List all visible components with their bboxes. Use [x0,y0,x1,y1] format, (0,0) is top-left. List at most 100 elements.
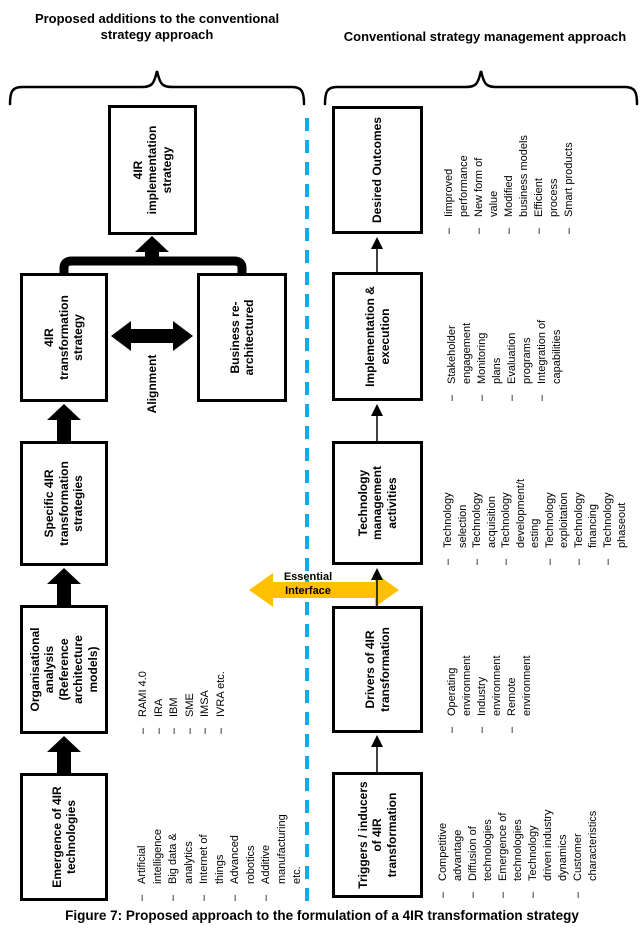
essential-interface-arrow [249,573,399,607]
box-business-rearchitectured: Business re- architectured [197,273,287,402]
dash-bullet: – [168,727,180,734]
bullet-text: Operating environment [446,655,473,716]
bullet-text: Technology driven industry dynamics [527,809,569,881]
list-triggers-inducers: –Competitive advantage–Diffusion of tech… [436,772,601,898]
box-specific-4ir-strategies: Specific 4IR transformation strategies [20,441,108,566]
dash-bullet: – [601,558,614,565]
up-arrow-organisational-to-specific [47,568,81,606]
dash-bullet: – [506,726,518,733]
brace-left-column [8,70,306,106]
box-organisational-analysis: Organisational analysis (Reference archi… [20,605,108,734]
bullet-text: Smart products [563,142,575,217]
bullet-item: –Technology development/t esting [499,441,543,565]
bullet-item: –Advanced robotics [228,773,259,901]
bullet-item: –Additive manufacturing etc. [259,773,306,901]
bullet-item: –Modified business models [502,106,532,234]
bullet-text: Monitoring plans [476,332,503,384]
bullet-item: – Internet of things [197,773,228,901]
box-desired-outcomes: Desired Outcomes [332,106,423,234]
dash-bullet: – [467,891,479,898]
dash-bullet: – [446,726,458,733]
bullet-text: Technology exploitation [543,492,571,548]
unit-business-rearchitectured: Business re- architectured [197,273,287,402]
dash-bullet: – [473,227,485,234]
bullet-text: IRA [152,698,165,717]
bullet-item: –Competitive advantage [436,772,466,898]
bullet-item: – IVRA etc. [214,605,230,734]
unit-specific-4ir-strategies: Specific 4IR transformation strategies [20,441,108,566]
bullet-text: Advanced robotics [229,835,257,884]
brace-right-column [323,70,639,106]
dash-bullet: – [442,558,454,565]
bullet-text: Iimproved performance [443,155,470,217]
bullet-text: New form of value [473,157,500,217]
bullet-text: Evaluation programs [506,332,533,384]
bullet-item: – IRA [152,605,168,734]
bullet-text: Technology acquisition [471,492,498,548]
dash-bullet: – [437,891,449,898]
dash-bullet: – [214,727,227,734]
bullet-item: –Stakeholder engagement [445,272,475,401]
dash-bullet: – [506,394,518,401]
bullet-item: –Artificial intelligence [135,773,166,901]
dash-bullet: – [183,727,196,734]
dash-bullet: – [543,558,556,565]
alignment-label: Alignment [145,354,159,414]
bullet-text: RAMI 4.0 [137,671,149,717]
bullet-item: –Technology phaseout [601,441,630,565]
bullet-item: –IMSA [198,605,214,734]
header-right: Conventional strategy management approac… [343,29,627,44]
bullet-item: – IBM [167,605,183,734]
bullet-item: –Monitoring plans [475,272,505,401]
list-drivers-environments: – Operating environment – Industry environm… [445,606,535,733]
bullet-item: –Iimproved performance [442,106,472,234]
bullet-item: – Smart products [562,106,577,234]
bullet-text: Customer characteristics [572,810,599,881]
list-technology-management: –Technology selection–Technology acquisi… [441,441,630,565]
unit-emergence-4ir-technologies: Emergence of 4IR technologies –Artificia… [20,773,303,901]
bullet-item: –Customer characteristics [571,772,601,898]
unit-organisational-analysis: Organisational analysis (Reference archi… [20,605,300,734]
dash-bullet: – [533,227,545,234]
dash-bullet: – [572,558,585,565]
bullet-text: Industry environment [476,655,503,716]
bullet-text: IVRA etc. [214,671,227,717]
box-4ir-transformation-strategy: 4IR transformation strategy [20,273,108,402]
dash-bullet: – [152,727,165,734]
box-drivers-4ir: Drivers of 4IR transformation [332,606,423,733]
unit-desired-outcomes: Desired Outcomes –Iimproved performance–… [332,106,640,234]
bullet-text: Stakeholder engagement [446,322,473,384]
bullet-text: IBM [168,697,180,717]
bullet-item: – Evaluation programs [505,272,535,401]
list-4ir-technologies: –Artificial intelligence–Big data & anal… [135,773,306,901]
list-desired-outcomes: –Iimproved performance–New form of value… [442,106,577,234]
box-implementation-execution: Implementation & execution [332,272,423,401]
dash-bullet: – [527,891,539,898]
bullet-item: – Operating environment [445,606,475,733]
list-reference-architecture-models: –RAMI 4.0–IRA–IBM–SME–IMSA–IVRA etc. [136,605,229,734]
up-arrow-specific-to-transformation [47,404,81,442]
dash-bullet: – [137,727,149,734]
dash-bullet: – [536,394,548,401]
dash-bullet: – [563,227,575,234]
unit-drivers-4ir: Drivers of 4IR transformation – Operating… [332,606,640,733]
bullet-text: Emergence of technologies [497,812,524,881]
bullet-item: –Emergence of technologies [496,772,526,898]
essential-interface-label: Essential Interface [283,571,333,597]
bullet-text: Additive manufacturing etc. [260,814,303,884]
dash-bullet: – [136,894,148,901]
bullet-item: –Efficient process [532,106,562,234]
bullet-item: – Technology driven industry dynamics [526,772,571,898]
unit-implementation-execution: Implementation & execution –Stakeholder … [332,272,640,401]
bullet-item: –Technology acquisition [470,441,499,565]
bullet-text: Internet of things [198,834,226,884]
dash-bullet: – [476,726,488,733]
arrow-head-implementation-to-outcomes [371,237,383,249]
bullet-item: – Technology exploitation [543,441,572,565]
bullet-text: IMSA [199,690,211,717]
box-emergence-4ir-technologies: Emergence of 4IR technologies [20,773,108,901]
bullet-item: –Integration of capabilities [535,272,565,401]
dash-bullet: – [198,894,210,901]
